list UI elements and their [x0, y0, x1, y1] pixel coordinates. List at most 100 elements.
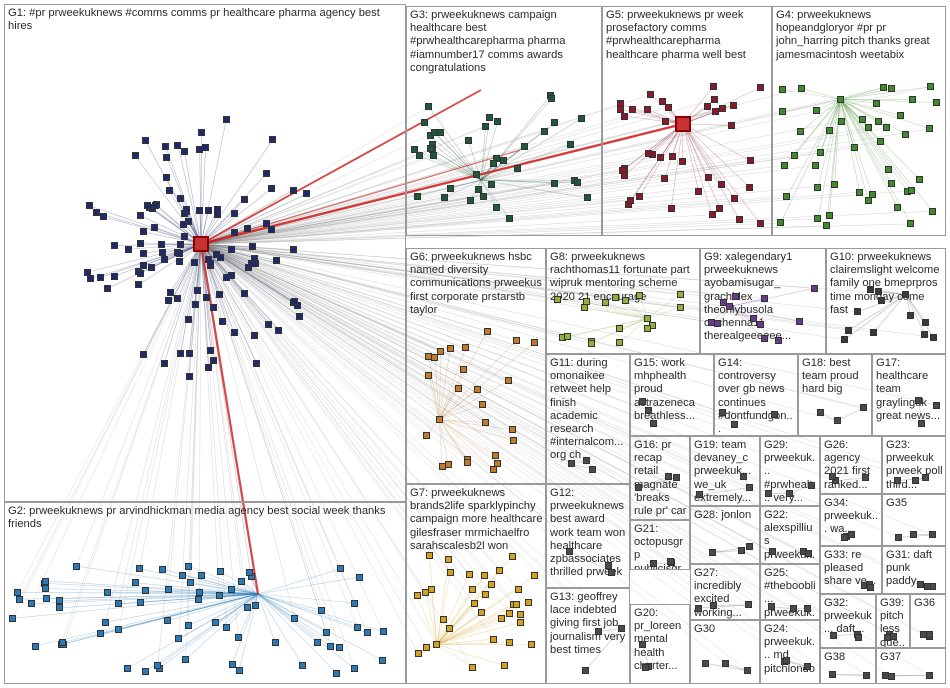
node-g26[interactable]: [862, 474, 869, 481]
node-g7[interactable]: [517, 611, 524, 618]
node-g2[interactable]: [154, 662, 161, 669]
node-g1[interactable]: [291, 298, 298, 305]
node-g6[interactable]: [425, 372, 432, 379]
node-g9[interactable]: [708, 319, 715, 326]
node-g5[interactable]: [718, 181, 725, 188]
node-g2[interactable]: [229, 661, 236, 668]
node-g6[interactable]: [510, 437, 517, 444]
node-g3[interactable]: [548, 95, 555, 102]
node-g7[interactable]: [482, 591, 489, 598]
node-g1[interactable]: [177, 350, 184, 357]
node-g4[interactable]: [865, 197, 872, 204]
node-g2[interactable]: [238, 578, 245, 585]
node-g7[interactable]: [426, 552, 433, 559]
node-g5[interactable]: [629, 106, 636, 113]
node-g2[interactable]: [185, 622, 192, 629]
node-g10[interactable]: [878, 297, 885, 304]
node-g25[interactable]: [804, 605, 811, 612]
node-g2[interactable]: [56, 604, 63, 611]
node-g6[interactable]: [513, 337, 520, 344]
node-g2[interactable]: [217, 568, 224, 575]
node-g1[interactable]: [210, 357, 217, 364]
node-g1[interactable]: [241, 290, 248, 297]
node-g4[interactable]: [859, 116, 866, 123]
node-g8[interactable]: [644, 325, 651, 332]
node-g3[interactable]: [421, 119, 428, 126]
node-g6[interactable]: [462, 344, 469, 351]
node-g7[interactable]: [488, 581, 495, 588]
node-g3[interactable]: [475, 186, 482, 193]
node-g7[interactable]: [423, 644, 430, 651]
node-g15[interactable]: [639, 398, 646, 405]
node-g39[interactable]: [890, 633, 897, 640]
node-g1[interactable]: [228, 246, 235, 253]
node-g10[interactable]: [875, 288, 882, 295]
node-g9[interactable]: [761, 335, 768, 342]
node-g6[interactable]: [531, 339, 538, 346]
node-g2[interactable]: [32, 643, 39, 650]
node-g4[interactable]: [885, 166, 892, 173]
node-g4[interactable]: [877, 138, 884, 145]
node-g9[interactable]: [714, 320, 721, 327]
node-g13[interactable]: [582, 667, 589, 674]
node-g27[interactable]: [695, 605, 702, 612]
node-g1[interactable]: [158, 241, 165, 248]
node-g6[interactable]: [464, 459, 471, 466]
node-g7[interactable]: [447, 569, 454, 576]
node-g4[interactable]: [880, 84, 887, 91]
node-g4[interactable]: [814, 184, 821, 191]
node-g3[interactable]: [551, 180, 558, 187]
node-g7[interactable]: [525, 599, 532, 606]
node-g7[interactable]: [498, 615, 505, 622]
node-g3[interactable]: [506, 215, 513, 222]
node-g8[interactable]: [616, 325, 623, 332]
node-g2[interactable]: [223, 624, 230, 631]
node-g13[interactable]: [618, 625, 625, 632]
node-g4[interactable]: [888, 85, 895, 92]
node-g25[interactable]: [768, 603, 775, 610]
node-g4[interactable]: [781, 162, 788, 169]
node-g32[interactable]: [855, 634, 862, 641]
node-g3[interactable]: [482, 123, 489, 130]
node-g1[interactable]: [210, 304, 217, 311]
node-g11[interactable]: [589, 466, 596, 473]
node-g4[interactable]: [883, 124, 890, 131]
node-g2[interactable]: [179, 572, 186, 579]
node-g2[interactable]: [195, 596, 202, 603]
node-g2[interactable]: [246, 569, 253, 576]
node-g3[interactable]: [431, 129, 438, 136]
node-g7[interactable]: [531, 572, 538, 579]
node-g30[interactable]: [744, 667, 751, 674]
node-g3[interactable]: [551, 119, 558, 126]
node-g2[interactable]: [351, 665, 358, 672]
node-g5[interactable]: [728, 122, 735, 129]
node-g1[interactable]: [176, 250, 183, 257]
node-g4[interactable]: [916, 176, 923, 183]
node-g33[interactable]: [867, 584, 874, 591]
node-g20[interactable]: [639, 641, 646, 648]
node-g7[interactable]: [466, 571, 473, 578]
node-g1[interactable]: [205, 364, 212, 371]
node-g3[interactable]: [447, 185, 454, 192]
node-g5[interactable]: [712, 108, 719, 115]
node-g7[interactable]: [496, 567, 503, 574]
node-g2[interactable]: [97, 630, 104, 637]
node-g12[interactable]: [605, 562, 612, 569]
node-g3[interactable]: [416, 152, 423, 159]
node-g2[interactable]: [137, 599, 144, 606]
node-g1[interactable]: [263, 170, 270, 177]
node-g4[interactable]: [929, 208, 936, 215]
node-g9[interactable]: [757, 321, 764, 328]
node-g1[interactable]: [163, 154, 170, 161]
node-g31[interactable]: [924, 583, 931, 590]
node-g1[interactable]: [269, 136, 276, 143]
node-g1[interactable]: [205, 256, 212, 263]
node-g5[interactable]: [705, 174, 712, 181]
node-g26[interactable]: [829, 473, 836, 480]
hub-node-prweekuknews[interactable]: [193, 236, 209, 252]
node-g5[interactable]: [747, 157, 754, 164]
node-g2[interactable]: [291, 615, 298, 622]
node-g10[interactable]: [870, 329, 877, 336]
node-g4[interactable]: [814, 215, 821, 222]
node-g4[interactable]: [837, 96, 844, 103]
